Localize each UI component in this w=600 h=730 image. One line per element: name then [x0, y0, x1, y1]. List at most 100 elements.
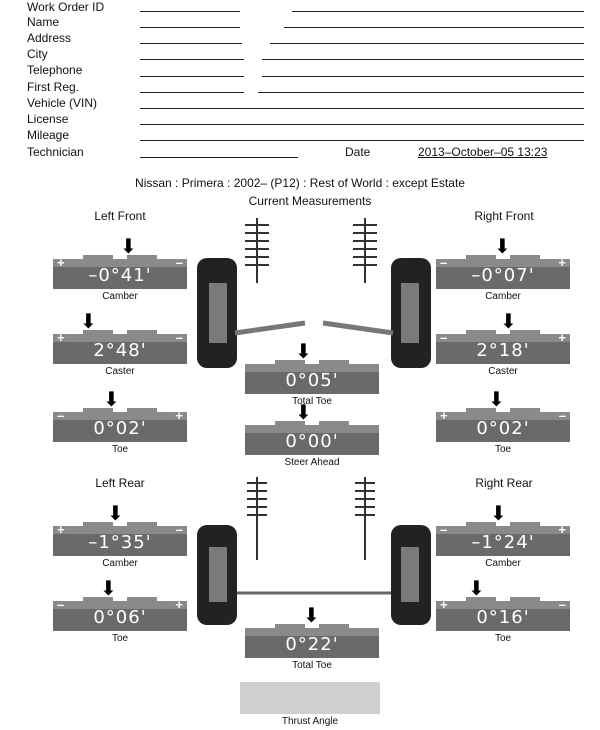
- field-line[interactable]: [140, 27, 240, 28]
- field-line[interactable]: [284, 27, 584, 28]
- gauge-value: 0°06': [93, 607, 147, 628]
- sign-indicator: –: [440, 255, 448, 270]
- down-arrow-icon: ⬇: [295, 341, 312, 363]
- gauge-caption: Toe: [494, 444, 512, 455]
- gauge-lr-camber: –1°35'+–⬇: [53, 504, 187, 556]
- field-line[interactable]: [140, 92, 244, 93]
- sign-indicator: –: [440, 522, 448, 537]
- sign-indicator: +: [440, 597, 448, 612]
- field-line[interactable]: [262, 76, 584, 77]
- field-label-mileage: Mileage: [27, 128, 70, 142]
- sign-indicator: –: [175, 330, 183, 345]
- gauge-value: 0°22': [285, 634, 339, 655]
- right-rear-spring: [355, 477, 375, 560]
- field-label-name: Name: [27, 15, 60, 29]
- gauge-front-total-toe: 0°05'⬇: [245, 342, 379, 394]
- field-line[interactable]: [270, 43, 584, 44]
- down-arrow-icon: ⬇: [80, 311, 97, 333]
- gauge-caption: Toe: [111, 633, 129, 644]
- gauge-caption: Camber: [102, 291, 138, 302]
- field-line[interactable]: [140, 11, 240, 12]
- sign-indicator: +: [558, 255, 566, 270]
- down-arrow-icon: ⬇: [103, 389, 120, 411]
- sign-indicator: +: [57, 522, 65, 537]
- down-arrow-icon: ⬇: [120, 236, 137, 258]
- field-label-telephone: Telephone: [27, 63, 83, 77]
- gauge-caption: Caster: [488, 366, 518, 377]
- date-label: Date: [345, 145, 371, 159]
- field-line[interactable]: [292, 11, 584, 12]
- gauge-value: –0°07': [471, 265, 535, 286]
- rear-suspension-illustration: [197, 477, 431, 625]
- field-line[interactable]: [140, 76, 244, 77]
- sign-indicator: +: [57, 255, 65, 270]
- right-front-heading: Right Front: [474, 209, 534, 223]
- gauge-value: 2°48': [93, 340, 147, 361]
- field-line[interactable]: [258, 92, 584, 93]
- right-rear-hub: [401, 547, 419, 602]
- gauge-caption: Steer Ahead: [284, 457, 340, 468]
- sign-indicator: +: [175, 408, 183, 423]
- right-spring: [353, 218, 377, 283]
- gauge-lf-toe: 0°02'–+⬇: [53, 390, 187, 442]
- gauge-steer-ahead: 0°00'⬇: [245, 403, 379, 455]
- down-arrow-icon: ⬇: [488, 389, 505, 411]
- field-label-address: Address: [27, 31, 72, 45]
- field-line[interactable]: [140, 124, 584, 125]
- left-rear-spring: [247, 477, 267, 560]
- vehicle-description: Nissan : Primera : 2002– (P12) : Rest of…: [135, 176, 465, 190]
- gauge-lf-caster: 2°48' + – ⬇: [53, 312, 187, 364]
- sign-indicator: –: [558, 408, 566, 423]
- left-spring: [245, 218, 269, 283]
- sign-indicator: –: [57, 408, 65, 423]
- sign-indicator: –: [440, 330, 448, 345]
- field-line[interactable]: [262, 59, 584, 60]
- current-measurements-title: Current Measurements: [248, 194, 372, 208]
- sign-indicator: +: [175, 597, 183, 612]
- field-line[interactable]: [140, 140, 584, 141]
- field-line[interactable]: [140, 43, 242, 44]
- gauge-value: 0°00': [285, 431, 339, 452]
- field-line[interactable]: [140, 59, 244, 60]
- field-line[interactable]: [140, 157, 298, 158]
- sign-indicator: +: [440, 408, 448, 423]
- thrust-angle-gauge: [240, 682, 380, 714]
- gauge-rear-total-toe: 0°22' ⬇: [245, 606, 379, 658]
- sign-indicator: +: [57, 330, 65, 345]
- gauge-caption: Total Toe: [292, 660, 332, 671]
- sign-indicator: +: [558, 522, 566, 537]
- field-label-vin: Vehicle (VIN): [27, 96, 98, 110]
- gauge-caption: Camber: [102, 558, 138, 569]
- field-label-work-order: Work Order ID: [27, 0, 105, 14]
- gauge-caption: Camber: [485, 558, 521, 569]
- gauge-rf-toe: 0°02' + – ⬇: [436, 390, 570, 442]
- down-arrow-icon: ⬇: [494, 236, 511, 258]
- gauge-caption: Toe: [494, 633, 512, 644]
- gauge-rf-camber: –0°07' – + ⬇: [436, 237, 570, 289]
- gauge-value: 2°18': [476, 340, 530, 361]
- gauge-rf-caster: 2°18' – + ⬇: [436, 312, 570, 364]
- left-front-hub: [209, 283, 227, 343]
- field-label-license: License: [27, 112, 69, 126]
- gauge-value: –1°24': [471, 532, 535, 553]
- down-arrow-icon: ⬇: [500, 311, 517, 333]
- gauge-rr-camber: –1°24'–+⬇: [436, 504, 570, 556]
- gauge-caption: Total Toe: [292, 396, 332, 407]
- field-line[interactable]: [140, 108, 584, 109]
- gauge-caption: Camber: [485, 291, 521, 302]
- left-rear-hub: [209, 547, 227, 602]
- gauge-value: –0°41': [88, 265, 152, 286]
- left-rear-heading: Left Rear: [95, 476, 145, 490]
- gauge-value: 0°02': [476, 418, 530, 439]
- down-arrow-icon: ⬇: [100, 578, 117, 600]
- left-control-arm: [234, 320, 306, 336]
- thrust-angle-caption: Thrust Angle: [281, 716, 339, 727]
- gauge-value: 0°16': [476, 607, 530, 628]
- down-arrow-icon: ⬇: [468, 578, 485, 600]
- down-arrow-icon: ⬇: [303, 605, 320, 627]
- sign-indicator: –: [57, 597, 65, 612]
- down-arrow-icon: ⬇: [107, 503, 124, 525]
- gauge-lr-toe: 0°06' – + ⬇: [53, 579, 187, 631]
- sign-indicator: +: [558, 330, 566, 345]
- gauge-value: –1°35': [88, 532, 152, 553]
